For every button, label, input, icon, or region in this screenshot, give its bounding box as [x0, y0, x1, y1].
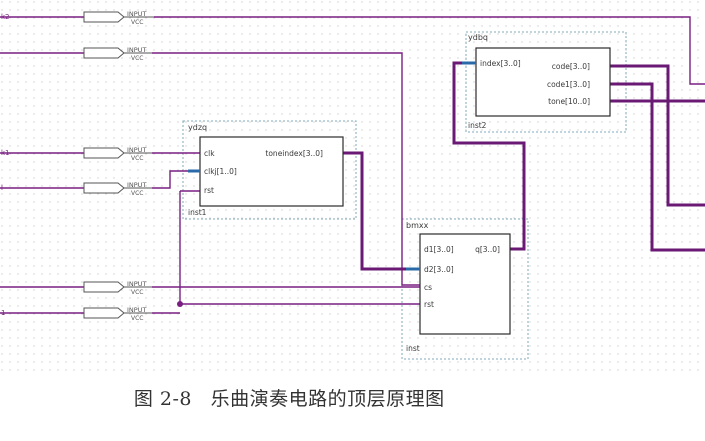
input-pin-symbols: INPUTVCCINPUTVCCINPUTVCCINPUTVCCINPUTVCC…: [83, 10, 154, 322]
input-pin-label: INPUT: [127, 306, 146, 314]
input-pin-label: INPUT: [127, 46, 146, 54]
figure-title: 乐曲演奏电路的顶层原理图: [210, 388, 445, 410]
block-body: [199, 136, 344, 207]
block-type-label: ydbq: [468, 33, 488, 42]
port-edge-label: l: [1, 184, 3, 192]
pin-label-cs: cs: [424, 283, 432, 292]
port-edge-labels: k2 k1 l 1: [1, 13, 10, 317]
wire-rst-run: [152, 190, 420, 314]
pin-label-index: index[3..0]: [480, 59, 521, 68]
wire-junction-dot: [177, 301, 183, 307]
input-pin-body: [83, 182, 125, 194]
input-pin-body: [83, 47, 125, 59]
input-pin-label: INPUT: [127, 181, 146, 189]
pin-label-d1: d1[3..0]: [424, 245, 454, 254]
pin-label-q: q[3..0]: [475, 245, 500, 254]
block-bmxx[interactable]: bmxx d1[3..0] d2[3..0] cs rst q[3..0] in…: [406, 221, 511, 353]
pin-label-rst: rst: [204, 186, 214, 195]
input-pin-sublabel: VCC: [131, 315, 143, 322]
bmxx-group-outline: [401, 218, 529, 360]
wire-clkj-run: [152, 170, 200, 189]
input-pin-sublabel: VCC: [131, 289, 143, 296]
block-instance-label: inst1: [188, 208, 207, 217]
figure-number: 图 2-8: [133, 388, 193, 410]
pin-label-clkj: clkj[1..0]: [204, 167, 237, 176]
block-type-label: bmxx: [406, 221, 429, 230]
pin-label-code1: code1[3..0]: [547, 80, 590, 89]
port-edge-label: k1: [1, 149, 10, 157]
block-body: [475, 47, 611, 117]
figure-caption: 图 2-8 乐曲演奏电路的顶层原理图: [0, 384, 705, 411]
port-edge-label: 1: [1, 309, 5, 317]
wires: [0, 16, 705, 314]
input-pin-body: [83, 147, 125, 159]
input-pin-body: [83, 307, 125, 319]
bus-code-out: [610, 64, 705, 207]
input-pin-body: [83, 11, 125, 23]
input-pin-label: INPUT: [127, 280, 146, 288]
wire-k2-run: [154, 16, 705, 85]
input-pin-body: [83, 281, 125, 293]
pin-label-rst: rst: [424, 300, 434, 309]
block-instance-label: inst: [406, 344, 420, 353]
input-pin-sublabel: VCC: [131, 55, 143, 62]
pin-label-tone: tone[10..0]: [548, 97, 590, 106]
pin-label-clk: clk: [204, 149, 215, 158]
input-pin-label: INPUT: [127, 146, 146, 154]
block-ydzq[interactable]: ydzq clk clkj[1..0] rst toneindex[3..0] …: [188, 123, 344, 217]
bus-toneindex-to-d2: [343, 151, 420, 271]
pin-label-code: code[3..0]: [552, 62, 590, 71]
input-pin-label: INPUT: [127, 10, 146, 18]
bus-code1-out: [610, 82, 705, 252]
port-edge-label: k2: [1, 13, 10, 21]
ydzq-group-outline: [182, 120, 357, 220]
pin-label-toneindex: toneindex[3..0]: [265, 149, 323, 158]
bus-q-feedback-index: [452, 61, 526, 251]
block-type-label: ydzq: [188, 123, 207, 132]
block-body: [419, 233, 511, 335]
pin-label-d2: d2[3..0]: [424, 265, 454, 274]
block-ydbq[interactable]: ydbq index[3..0] code[3..0] code1[3..0] …: [462, 33, 611, 130]
ydbq-group-outline: [465, 31, 627, 133]
buses: [343, 61, 705, 271]
input-pin-sublabel: VCC: [131, 155, 143, 162]
wire-row2-run: [152, 52, 420, 286]
input-pin-sublabel: VCC: [131, 19, 143, 26]
block-instance-label: inst2: [468, 121, 487, 130]
input-pin-sublabel: VCC: [131, 190, 143, 197]
